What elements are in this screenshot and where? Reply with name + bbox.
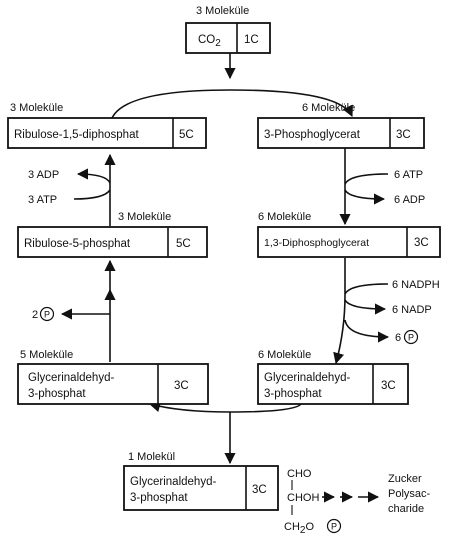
gap-right-carbon: 3C — [381, 380, 396, 392]
gap-left-line2: 3-phosphat — [28, 388, 86, 400]
product-charide: charide — [388, 503, 424, 515]
gap-left-line1: Glycerinaldehyd- — [28, 372, 114, 384]
product-polysac: Polysac- — [388, 488, 431, 500]
diphosphoglycerat-carbon: 3C — [414, 237, 429, 249]
ribulose-diphosphat-name: Ribulose-1,5-diphosphat — [14, 129, 139, 141]
formula-ch2o: CH2O — [284, 521, 314, 536]
gap-out-carbon: 3C — [252, 484, 267, 496]
adp-right-label: 6 ADP — [394, 194, 425, 206]
product-zucker: Zucker — [388, 473, 422, 485]
nadp-arrow — [344, 299, 387, 315]
gap-left-box: Glycerinaldehyd- 3-phosphat 3C — [17, 363, 209, 405]
p-right-count: 6 — [395, 332, 401, 344]
p-right-symbol: P — [408, 333, 414, 343]
gap-right-count: 6 Moleküle — [258, 349, 311, 361]
p-right-circle: P — [403, 329, 419, 345]
gap-right-line1: Glycerinaldehyd- — [264, 372, 350, 384]
ribulose-phosphat-box: Ribulose-5-phosphat 5C — [17, 226, 208, 258]
co2-carbon: 1C — [244, 34, 259, 46]
cycle-arc-top — [109, 89, 353, 128]
gap-out-count: 1 Molekül — [128, 451, 175, 463]
diphosphoglycerat-box: 1,3-Diphosphoglycerat 3C — [257, 226, 441, 258]
ribulose-diphosphat-carbon: 5C — [179, 129, 194, 141]
diphosphoglycerat-count: 6 Moleküle — [258, 211, 311, 223]
atp-right-label: 6 ATP — [394, 169, 423, 181]
gap-out-line2: 3-phosphat — [130, 492, 188, 504]
structural-formula: CHO CHOH CH2O P — [284, 468, 342, 536]
diphosphoglycerat-name: 1,3-Diphosphoglycerat — [264, 237, 369, 249]
ribulose-phosphat-count: 3 Moleküle — [118, 211, 171, 223]
gap-right-line2: 3-phosphat — [264, 388, 322, 400]
atp-left-label: 3 ATP — [28, 194, 57, 206]
adp-right-arrow — [344, 189, 386, 205]
ribulose-diphosphat-box: Ribulose-1,5-diphosphat 5C — [7, 117, 207, 149]
co2-label: CO2 — [198, 34, 221, 49]
gap-out-line1: Glycerinaldehyd- — [130, 476, 216, 488]
p-left-symbol: P — [44, 310, 50, 320]
ribulose-diphosphat-count: 3 Moleküle — [10, 102, 63, 114]
nadp-label: 6 NADP — [392, 304, 432, 316]
atp-left-line — [73, 189, 111, 200]
phosphoglycerat-box: 3-Phosphoglycerat 3C — [257, 117, 425, 149]
formula-p-symbol: P — [331, 522, 337, 532]
phosphoglycerat-name: 3-Phosphoglycerat — [264, 129, 361, 141]
nadph-label: 6 NADPH — [392, 279, 440, 291]
co2-count: 3 Moleküle — [196, 5, 249, 17]
atp-right-line — [344, 173, 389, 185]
co2-box: CO2 1C — [185, 22, 271, 54]
adp-left-label: 3 ADP — [28, 169, 59, 181]
p-left-count: 2 — [32, 309, 38, 321]
gap-left-count: 5 Moleküle — [20, 349, 73, 361]
cycle-line-right-lower — [333, 258, 346, 365]
ribulose-phosphat-name: Ribulose-5-phosphat — [24, 238, 131, 250]
formula-cho: CHO — [287, 468, 312, 480]
adp-left-arrow — [76, 168, 111, 184]
p-left-circle: P — [39, 306, 55, 322]
gap-right-box: Glycerinaldehyd- 3-phosphat 3C — [257, 363, 409, 405]
p-right-arrow — [344, 319, 390, 343]
phosphoglycerat-count: 6 Moleküle — [302, 102, 355, 114]
nadph-line — [344, 283, 389, 295]
gap-out-box: Glycerinaldehyd- 3-phosphat 3C — [123, 465, 279, 511]
ribulose-phosphat-carbon: 5C — [176, 238, 191, 250]
formula-choh: CHOH — [287, 492, 319, 504]
gap-left-carbon: 3C — [174, 380, 189, 392]
phosphoglycerat-carbon: 3C — [396, 129, 411, 141]
